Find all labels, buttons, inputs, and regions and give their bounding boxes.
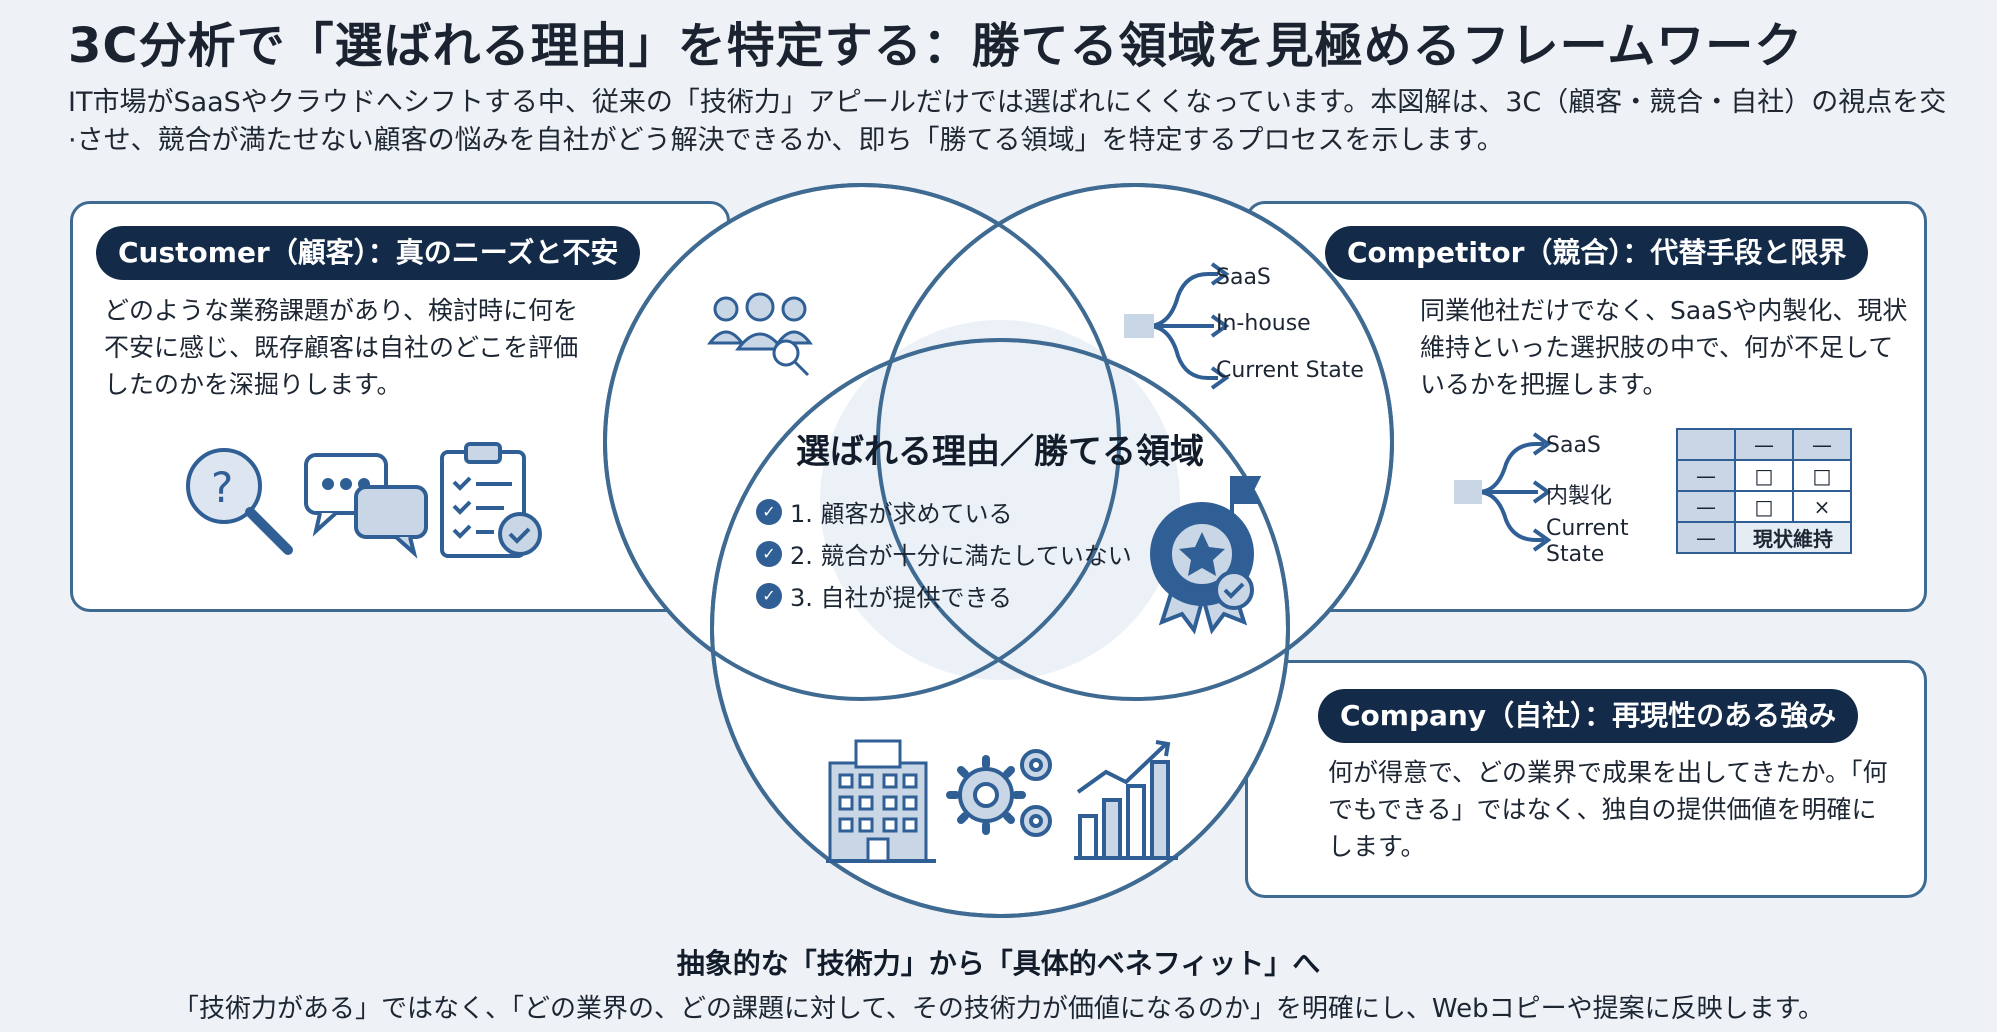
card-flow-label-inhouse: 内製化	[1546, 484, 1613, 509]
company-description: 何が得意で、どの業界で成果を出してきたか。「何でもできる」ではなく、独自の提供価…	[1328, 758, 1888, 861]
table-cell: □	[1734, 490, 1794, 523]
page-title: 3C分析で「選ばれる理由」を特定する：勝てる領域を見極めるフレームワーク	[68, 18, 1804, 74]
customer-label: Customer（顧客）：真のニーズと不安	[96, 226, 641, 280]
comparison-table: — — — □ □ — □ × — 現状維持	[1676, 428, 1852, 554]
footer-text: 「技術力がある」ではなく、「どの業界の、どの課題に対して、その技術力が価値になる…	[172, 994, 1824, 1024]
table-row-label: —	[1676, 490, 1736, 523]
check-icon: ✓	[756, 498, 782, 525]
check-icon: ✓	[756, 540, 782, 567]
venn-criterion-label: 2. 競合が十分に満たしていない	[790, 542, 1132, 570]
company-label: Company（自社）：再現性のある強み	[1318, 689, 1859, 743]
competitor-description: 同業他社だけでなく、SaaSや内製化、現状維持といった選択肢の中で、何が不足して…	[1420, 296, 1908, 399]
venn-criterion-label: 1. 顧客が求めている	[790, 500, 1013, 528]
table-status-cell: 現状維持	[1734, 521, 1852, 554]
gears-icon	[946, 749, 1052, 837]
table-cell: ×	[1792, 490, 1852, 523]
table-row-label: —	[1676, 459, 1736, 492]
venn-flow-label-inhouse: In-house	[1216, 311, 1311, 336]
table-row-label: —	[1676, 521, 1736, 554]
venn-criterion-2: ✓ 2. 競合が十分に満たしていない	[756, 536, 1132, 571]
customer-description: どのような業務課題があり、検討時に何を不安に感じ、既存顧客は自社のどこを評価した…	[104, 296, 579, 399]
table-header-blank	[1676, 428, 1736, 461]
award-badge-icon	[1150, 476, 1262, 635]
table-header-cell: —	[1792, 428, 1852, 461]
office-building-icon	[826, 739, 936, 863]
venn-circles	[603, 183, 1394, 918]
venn-criterion-3: ✓ 3. 自社が提供できる	[756, 578, 1012, 613]
growth-chart-icon	[1074, 740, 1178, 860]
venn-criterion-1: ✓ 1. 顧客が求めている	[756, 494, 1013, 529]
svg-text:?: ?	[211, 463, 233, 512]
card-flow-label-saas: SaaS	[1546, 433, 1601, 458]
table-cell: □	[1734, 459, 1794, 492]
table-header-cell: —	[1734, 428, 1794, 461]
card-flow-label-current: Current State	[1546, 516, 1629, 567]
card-flow-arrows-icon	[1454, 432, 1552, 552]
people-search-icon	[707, 292, 813, 377]
question-magnifier-icon: ?	[186, 448, 293, 555]
venn-center-tint	[820, 320, 1180, 680]
flow-arrows-icon	[1124, 262, 1230, 390]
footer-title: 抽象的な「技術力」から「具体的ベネフィット」へ	[676, 947, 1321, 980]
page-subtitle: IT市場がSaaSやクラウドへシフトする中、従来の「技術力」アピールだけでは選ば…	[68, 87, 1947, 156]
table-cell: □	[1792, 459, 1852, 492]
check-icon: ✓	[756, 582, 782, 609]
venn-center-title: 選ばれる理由／勝てる領域	[796, 432, 1204, 472]
chat-bubbles-icon	[304, 453, 428, 559]
clipboard-checklist-icon	[440, 442, 542, 558]
competitor-label: Competitor（競合）：代替手段と限界	[1325, 226, 1869, 280]
venn-flow-label-current: Current State	[1216, 358, 1364, 383]
venn-flow-label-saas: SaaS	[1216, 265, 1271, 290]
venn-criterion-label: 3. 自社が提供できる	[790, 584, 1013, 612]
